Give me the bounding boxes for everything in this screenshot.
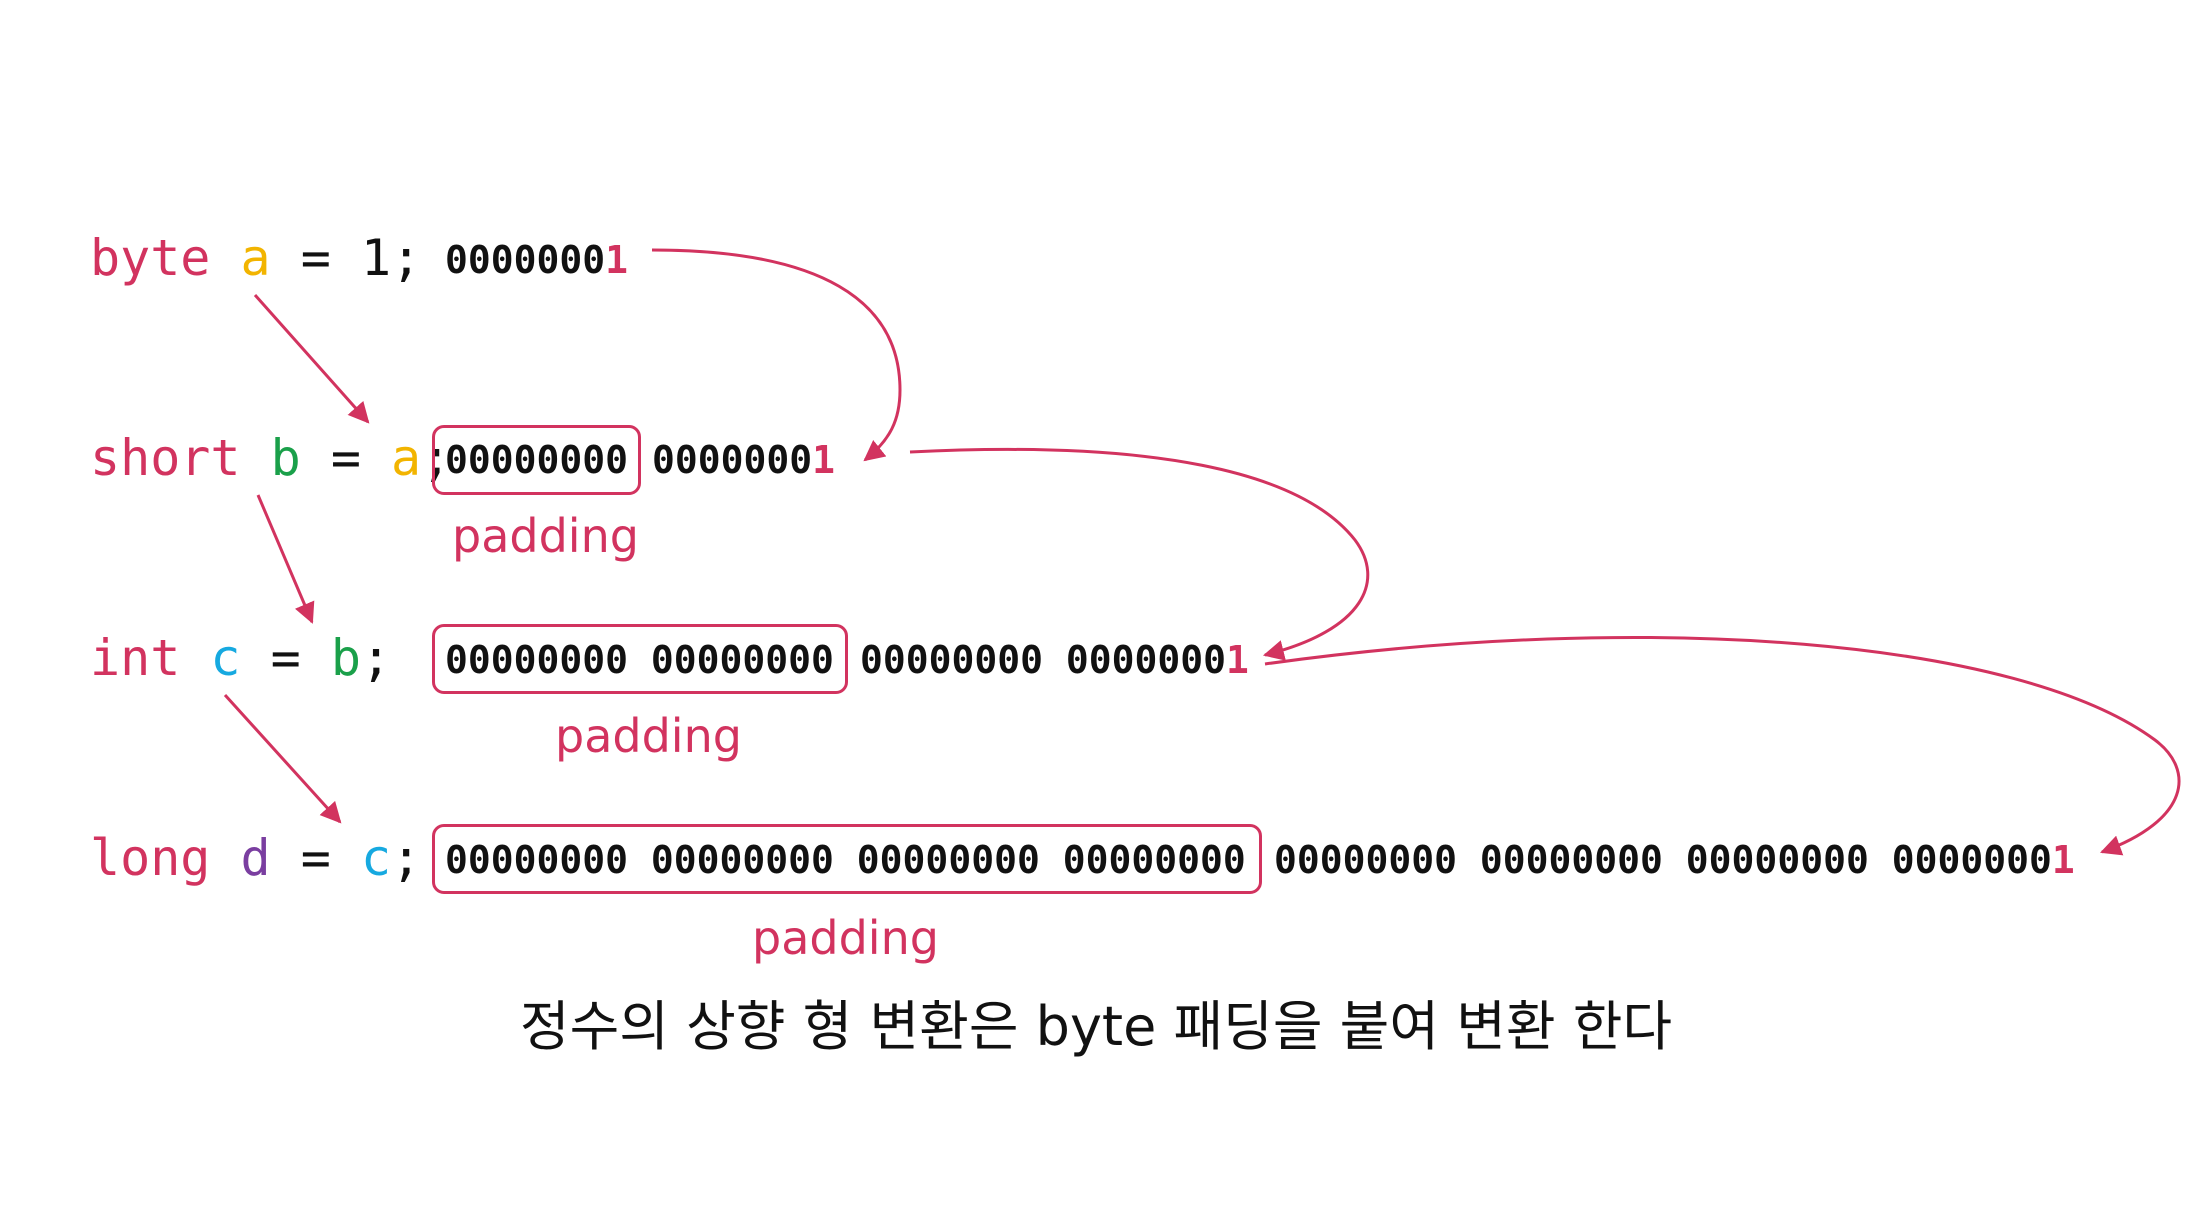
arrow-c-to-long	[223, 693, 342, 824]
variable-a: a	[240, 229, 271, 287]
curve-int-to-long	[1264, 635, 2181, 856]
padding-bits: 00000000	[445, 438, 629, 482]
bits-long-padding: 00000000 00000000 00000000 00000000	[445, 835, 1246, 885]
code-line-int: int c = b;	[90, 628, 391, 688]
rhs-variable-c: c	[360, 829, 392, 887]
code-line-short: short b = a;	[90, 428, 451, 488]
bits-last-digit: 1	[1226, 638, 1249, 682]
padding-label-long: padding	[752, 911, 939, 965]
bits-value: 0000000	[445, 238, 606, 282]
curve-short-to-int	[909, 447, 1370, 661]
bits-int-padding: 00000000 00000000	[445, 635, 834, 685]
equals: =	[300, 429, 392, 487]
curve-byte-to-short	[651, 248, 902, 462]
bits-last-digit: 1	[812, 438, 836, 482]
bits-value: 0000000	[652, 438, 813, 482]
bits-value: 00000000 0000000	[860, 638, 1227, 682]
bits-byte: 00000001	[445, 235, 628, 285]
semicolon: ;	[391, 229, 422, 287]
type-keyword: byte	[90, 229, 211, 287]
bits-short-padding: 00000000	[445, 435, 628, 485]
rhs-variable-a: a	[391, 429, 422, 487]
arrow-a-to-short	[253, 294, 370, 424]
bits-long: 00000000 00000000 00000000 00000001	[1274, 835, 2075, 885]
padding-box-int	[432, 624, 848, 694]
padding-box-long	[432, 824, 1262, 894]
type-keyword: short	[90, 429, 241, 487]
variable-b: b	[270, 429, 301, 487]
padding-label-int: padding	[555, 709, 742, 763]
caption: 정수의 상향 형 변환은 byte 패딩을 붙여 변환 한다	[519, 995, 1673, 1058]
padding-box-short	[432, 425, 641, 495]
bits-value: 00000000 00000000 00000000 0000000	[1274, 838, 2052, 882]
bits-last-digit: 1	[605, 238, 629, 282]
arrow-b-to-int	[256, 494, 315, 624]
semicolon: ;	[360, 629, 392, 687]
padding-bits: 00000000 00000000	[445, 638, 834, 682]
equals: =	[240, 629, 331, 687]
semicolon: ;	[391, 829, 422, 887]
type-keyword: long	[90, 829, 211, 887]
padding-bits: 00000000 00000000 00000000 00000000	[445, 838, 1246, 882]
bits-short: 00000001	[652, 435, 835, 485]
equals: =	[270, 229, 361, 287]
type-keyword: int	[90, 629, 181, 687]
bits-int: 00000000 00000001	[860, 635, 1249, 685]
equals: =	[270, 829, 361, 887]
variable-c: c	[210, 629, 241, 687]
variable-d: d	[240, 829, 271, 887]
semicolon: ;	[421, 429, 452, 487]
padding-label-short: padding	[452, 509, 639, 563]
rhs-value: 1	[360, 229, 392, 287]
rhs-variable-b: b	[330, 629, 361, 687]
code-line-byte: byte a = 1;	[90, 228, 421, 288]
bits-last-digit: 1	[2051, 838, 2075, 882]
code-line-long: long d = c;	[90, 828, 421, 888]
